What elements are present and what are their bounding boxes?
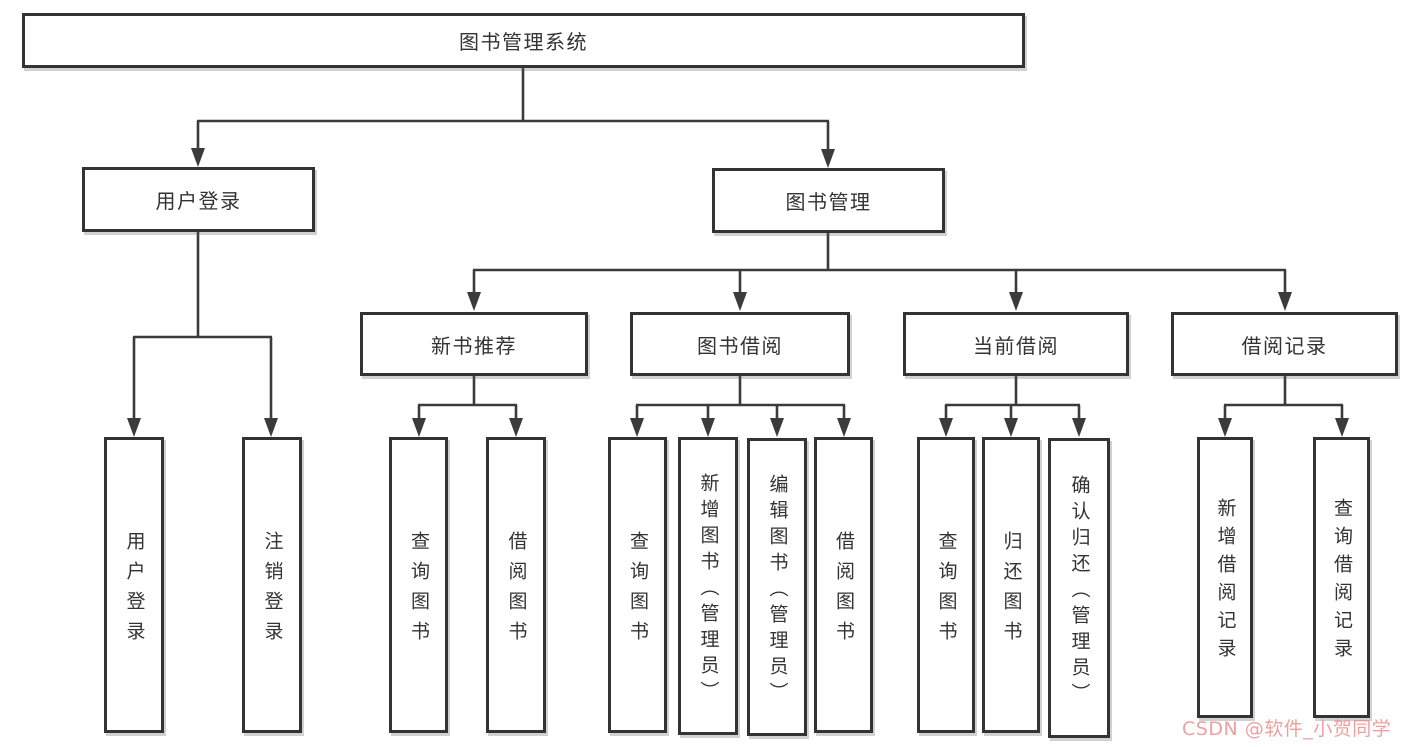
leaf-cb-return-books: 归还图书 [982, 437, 1040, 733]
leaf-label: 编辑图书（管理员） [766, 473, 789, 708]
leaf-label: 注销登录 [261, 530, 284, 651]
csdn-watermark: CSDN @软件_小贺同学 [1182, 718, 1392, 740]
leaf-logout: 注销登录 [242, 437, 302, 733]
leaf-rec-query-books: 查询图书 [389, 437, 448, 733]
leaf-label: 新增借阅记录 [1214, 498, 1237, 666]
leaf-bb-query-books: 查询图书 [608, 437, 667, 733]
node-label: 新书推荐 [431, 333, 517, 358]
leaf-label: 确认归还（管理员） [1068, 474, 1091, 709]
node-label: 图书管理系统 [459, 30, 588, 54]
leaf-bb-borrow-books: 借阅图书 [814, 437, 873, 733]
leaf-label: 新增图书（管理员） [697, 472, 720, 707]
leaf-label: 查询图书 [408, 530, 430, 651]
node-borrow-records: 借阅记录 [1171, 312, 1398, 376]
leaf-user-login: 用户登录 [104, 437, 164, 733]
leaf-br-query-record: 查询借阅记录 [1313, 437, 1370, 718]
leaf-label: 借阅图书 [505, 530, 528, 651]
leaf-br-add-record: 新增借阅记录 [1197, 437, 1253, 718]
leaf-label: 查询图书 [935, 530, 958, 651]
node-book-management: 图书管理 [712, 168, 945, 233]
node-library-management-system: 图书管理系统 [22, 13, 1025, 68]
node-label: 当前借阅 [973, 333, 1059, 358]
leaf-bb-add-books-admin: 新增图书（管理员） [678, 437, 738, 735]
leaf-cb-confirm-return-admin: 确认归还（管理员） [1048, 438, 1110, 738]
leaf-label: 查询借阅记录 [1331, 498, 1353, 666]
leaf-label: 借阅图书 [833, 530, 855, 651]
leaf-label: 查询图书 [627, 530, 649, 651]
leaf-rec-borrow-books: 借阅图书 [486, 437, 546, 733]
node-label: 图书管理 [785, 190, 872, 214]
node-new-book-recommend: 新书推荐 [360, 312, 588, 376]
leaf-cb-query-books: 查询图书 [917, 437, 975, 733]
node-label: 借阅记录 [1241, 333, 1328, 358]
leaf-label: 归还图书 [1000, 530, 1023, 651]
leaf-label: 用户登录 [123, 530, 146, 651]
node-current-borrow: 当前借阅 [903, 312, 1129, 376]
node-book-borrow: 图书借阅 [630, 312, 850, 376]
node-user-login: 用户登录 [82, 167, 315, 232]
node-label: 图书借阅 [697, 333, 783, 358]
node-label: 用户登录 [155, 189, 242, 213]
leaf-bb-edit-books-admin: 编辑图书（管理员） [747, 438, 807, 736]
